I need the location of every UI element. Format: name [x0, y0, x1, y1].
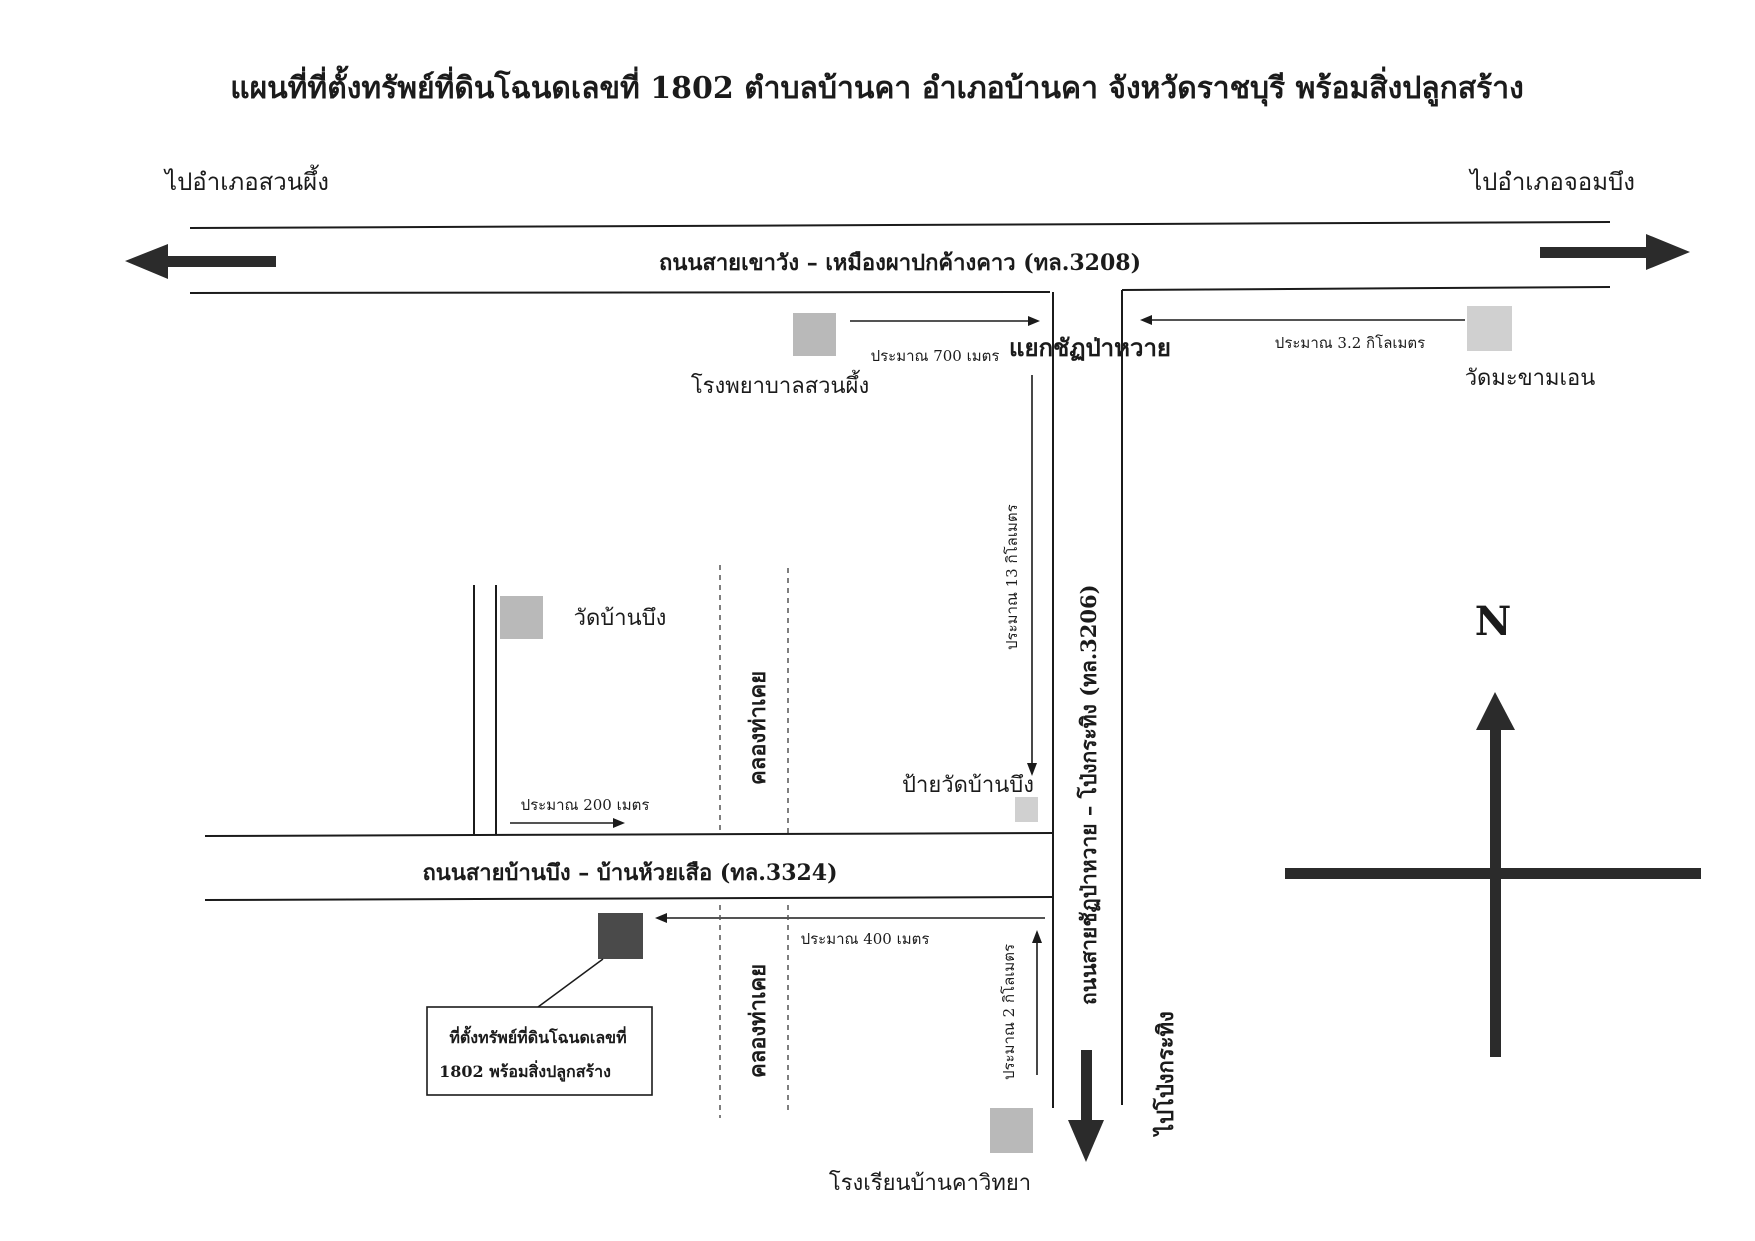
wat-makham-marker	[1467, 306, 1512, 351]
property: ที่ตั้งทรัพย์ที่ดินโฉนดเลขที่ 1802 พร้อม…	[426, 913, 1045, 1096]
sign-distance-label: ประมาณ 13 กิโลเมตร	[1003, 504, 1021, 650]
south-arrow-icon	[1068, 1120, 1104, 1162]
right-arrow-icon	[1646, 234, 1690, 270]
school: โรงเรียนบ้านคาวิทยา ประมาณ 2 กิโลเมตร	[829, 930, 1042, 1196]
wat-banbueng-distance-arrowhead	[613, 818, 625, 828]
hospital-distance-arrowhead	[1028, 316, 1040, 326]
hospital-label: โรงพยาบาลสวนผึ้ง	[691, 370, 869, 399]
lower-road: ถนนสายบ้านบึง – บ้านห้วยเสือ (ทล.3324)	[204, 832, 1054, 901]
wat-makham-distance-label: ประมาณ 3.2 กิโลเมตร	[1275, 334, 1425, 352]
sign-banbueng: ป้ายวัดบ้านบึง	[902, 773, 1038, 822]
compass-north-label: N	[1475, 598, 1512, 645]
lower-road-south-edge	[204, 896, 1054, 901]
sign-distance-arrowhead	[1027, 763, 1037, 776]
left-arrow-icon	[125, 244, 168, 279]
lower-road-label: ถนนสายบ้านบึง – บ้านห้วยเสือ (ทล.3324)	[422, 860, 837, 886]
left-destination-label: ไปอำเภอสวนผึ้ง	[163, 164, 329, 196]
canal-lower-label: คลองท่าเคย	[745, 964, 771, 1078]
hospital-distance-label: ประมาณ 700 เมตร	[871, 347, 1000, 365]
left-destination: ไปอำเภอสวนผึ้ง	[125, 164, 329, 279]
property-callout-line1: ที่ตั้งทรัพย์ที่ดินโฉนดเลขที่	[449, 1025, 626, 1047]
property-callout-box	[426, 1006, 653, 1096]
sign-distance: ประมาณ 13 กิโลเมตร	[1003, 375, 1037, 776]
south-destination: ไปโป่งกระทิง	[1068, 1011, 1179, 1162]
compass: N	[1285, 598, 1701, 1057]
compass-horizontal-bar	[1285, 868, 1701, 879]
sign-banbueng-label: ป้ายวัดบ้านบึง	[902, 773, 1034, 798]
wat-makham-label: วัดมะขามเอน	[1465, 366, 1596, 391]
property-marker	[598, 913, 643, 959]
right-destination-label: ไปอำเภอจอมบึง	[1468, 168, 1635, 196]
south-destination-label: ไปโป่งกระทิง	[1152, 1011, 1179, 1137]
wat-banbueng-label: วัดบ้านบึง	[574, 606, 667, 631]
canal-upper-label: คลองท่าเคย	[745, 671, 771, 785]
wat-makham-distance-arrowhead	[1140, 315, 1152, 325]
top-highway-label: ถนนสายเขาวัง – เหมืองผาปกค้างคาว (ทล.320…	[659, 250, 1141, 276]
wat-banbueng-marker	[500, 596, 543, 639]
sign-banbueng-marker	[1015, 797, 1038, 822]
canal-upper: คลองท่าเคย	[719, 565, 789, 835]
property-callout-line2: 1802 พร้อมสิ่งปลูกสร้าง	[439, 1060, 611, 1083]
right-arrow-shaft	[1540, 247, 1648, 258]
map-title: แผนที่ที่ตั้งทรัพย์ที่ดินโฉนดเลขที่ 1802…	[230, 65, 1524, 107]
top-highway-south-edge-left	[189, 291, 1051, 294]
right-destination: ไปอำเภอจอมบึง	[1468, 168, 1690, 270]
south-arrow-shaft	[1081, 1050, 1092, 1122]
ns-road: ถนนสายชัฏป่าหวาย – โป่งกระทิง (ทล.3206) …	[1009, 290, 1171, 1108]
hospital: โรงพยาบาลสวนผึ้ง ประมาณ 700 เมตร	[691, 313, 1040, 399]
school-distance-label: ประมาณ 2 กิโลเมตร	[1000, 944, 1018, 1080]
wat-banbueng: วัดบ้านบึง ประมาณ 200 เมตร	[500, 596, 666, 828]
property-distance-label: ประมาณ 400 เมตร	[801, 930, 930, 948]
top-highway-north-edge	[189, 221, 1611, 229]
side-road	[473, 585, 497, 835]
left-arrow-shaft	[168, 256, 276, 267]
wat-makham: วัดมะขามเอน ประมาณ 3.2 กิโลเมตร	[1140, 306, 1595, 391]
lower-road-north-edge	[204, 832, 1054, 837]
hospital-marker	[793, 313, 836, 356]
compass-vertical-bar	[1490, 725, 1501, 1057]
school-marker	[990, 1108, 1033, 1153]
top-highway-south-edge-right	[1121, 286, 1611, 291]
school-distance-arrowhead	[1032, 930, 1042, 943]
top-highway: ถนนสายเขาวัง – เหมืองผาปกค้างคาว (ทล.320…	[189, 221, 1611, 294]
canal-lower: คลองท่าเคย	[719, 905, 789, 1118]
wat-banbueng-distance-label: ประมาณ 200 เมตร	[521, 796, 650, 814]
junction-label: แยกชัฏป่าหวาย	[1009, 333, 1171, 362]
property-callout-line	[537, 958, 604, 1008]
school-label: โรงเรียนบ้านคาวิทยา	[829, 1170, 1031, 1196]
compass-north-arrow-icon	[1476, 692, 1515, 730]
ns-road-label: ถนนสายชัฏป่าหวาย – โป่งกระทิง (ทล.3206)	[1076, 584, 1101, 1005]
property-distance-arrowhead	[655, 913, 667, 923]
